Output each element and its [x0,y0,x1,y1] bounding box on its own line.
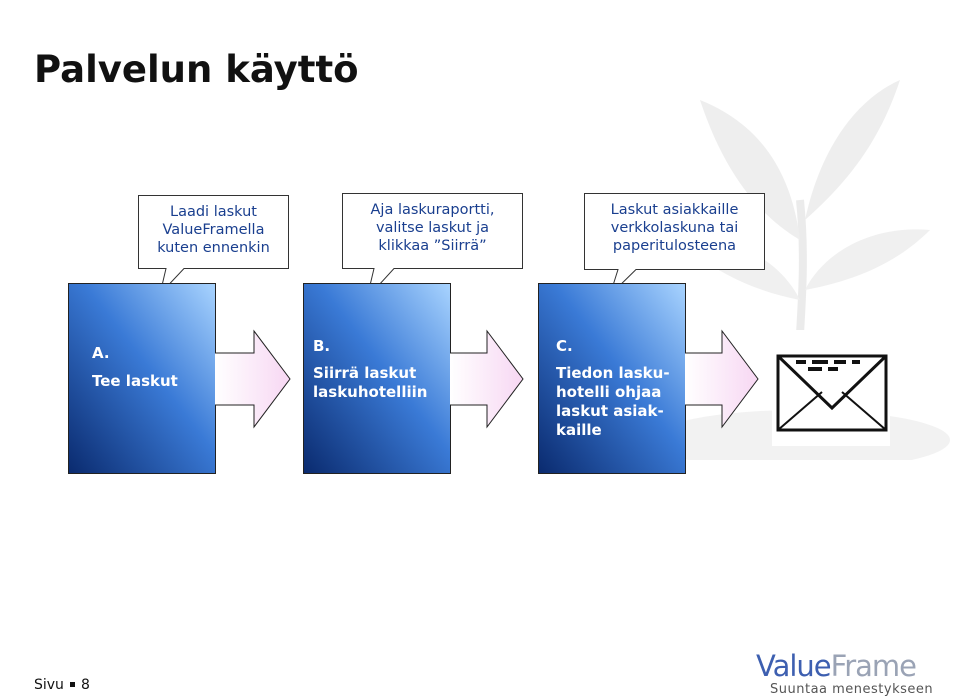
stage-letter: A. [92,344,110,362]
callout-text: Aja laskuraportti, valitse laskut ja kli… [370,202,495,254]
callout-deliver-invoices: Laskut asiakkaille verkkolaskuna tai pap… [584,193,765,296]
page-title: Palvelun käyttö [34,48,359,91]
stage-letter: C. [556,337,573,355]
stage-shape [538,283,759,474]
page-label: Sivu [34,677,64,693]
stage-text: Tiedon lasku- hotelli ohjaa laskut asiak… [556,364,670,439]
stage-letter: B. [313,337,331,355]
logo-wordmark: ValueFrame [756,650,933,682]
callout-run-report: Aja laskuraportti, valitse laskut ja kli… [342,193,523,300]
callout-create-invoices: Laadi laskut ValueFramella kuten ennenki… [138,195,289,296]
callout-bubble-shape [584,193,765,296]
stage-shape [68,283,291,474]
callout-bubble-shape [138,195,289,296]
logo-brand-frame: Frame [830,649,917,683]
stage-b: B. Siirrä laskut laskuhotelliin [303,283,525,475]
valueframe-logo: ValueFrame Suuntaa menestykseen [756,650,933,697]
page-footer: Sivu 8 [34,677,90,693]
stage-c: C. Tiedon lasku- hotelli ohjaa laskut as… [538,283,760,475]
page-number: 8 [80,677,90,693]
logo-brand-value: Value [756,649,832,683]
stage-a: A. Tee laskut [68,283,292,475]
envelope-icon [772,330,890,446]
stage-shape [303,283,524,474]
callout-text: Laadi laskut ValueFramella kuten ennenki… [157,204,270,256]
stage-text: Siirrä laskut laskuhotelliin [313,364,428,401]
stage-text: Tee laskut [92,372,178,390]
callout-text: Laskut asiakkaille verkkolaskuna tai pap… [610,202,739,254]
logo-tagline: Suuntaa menestykseen [770,682,934,697]
square-bullet-icon [69,681,75,687]
